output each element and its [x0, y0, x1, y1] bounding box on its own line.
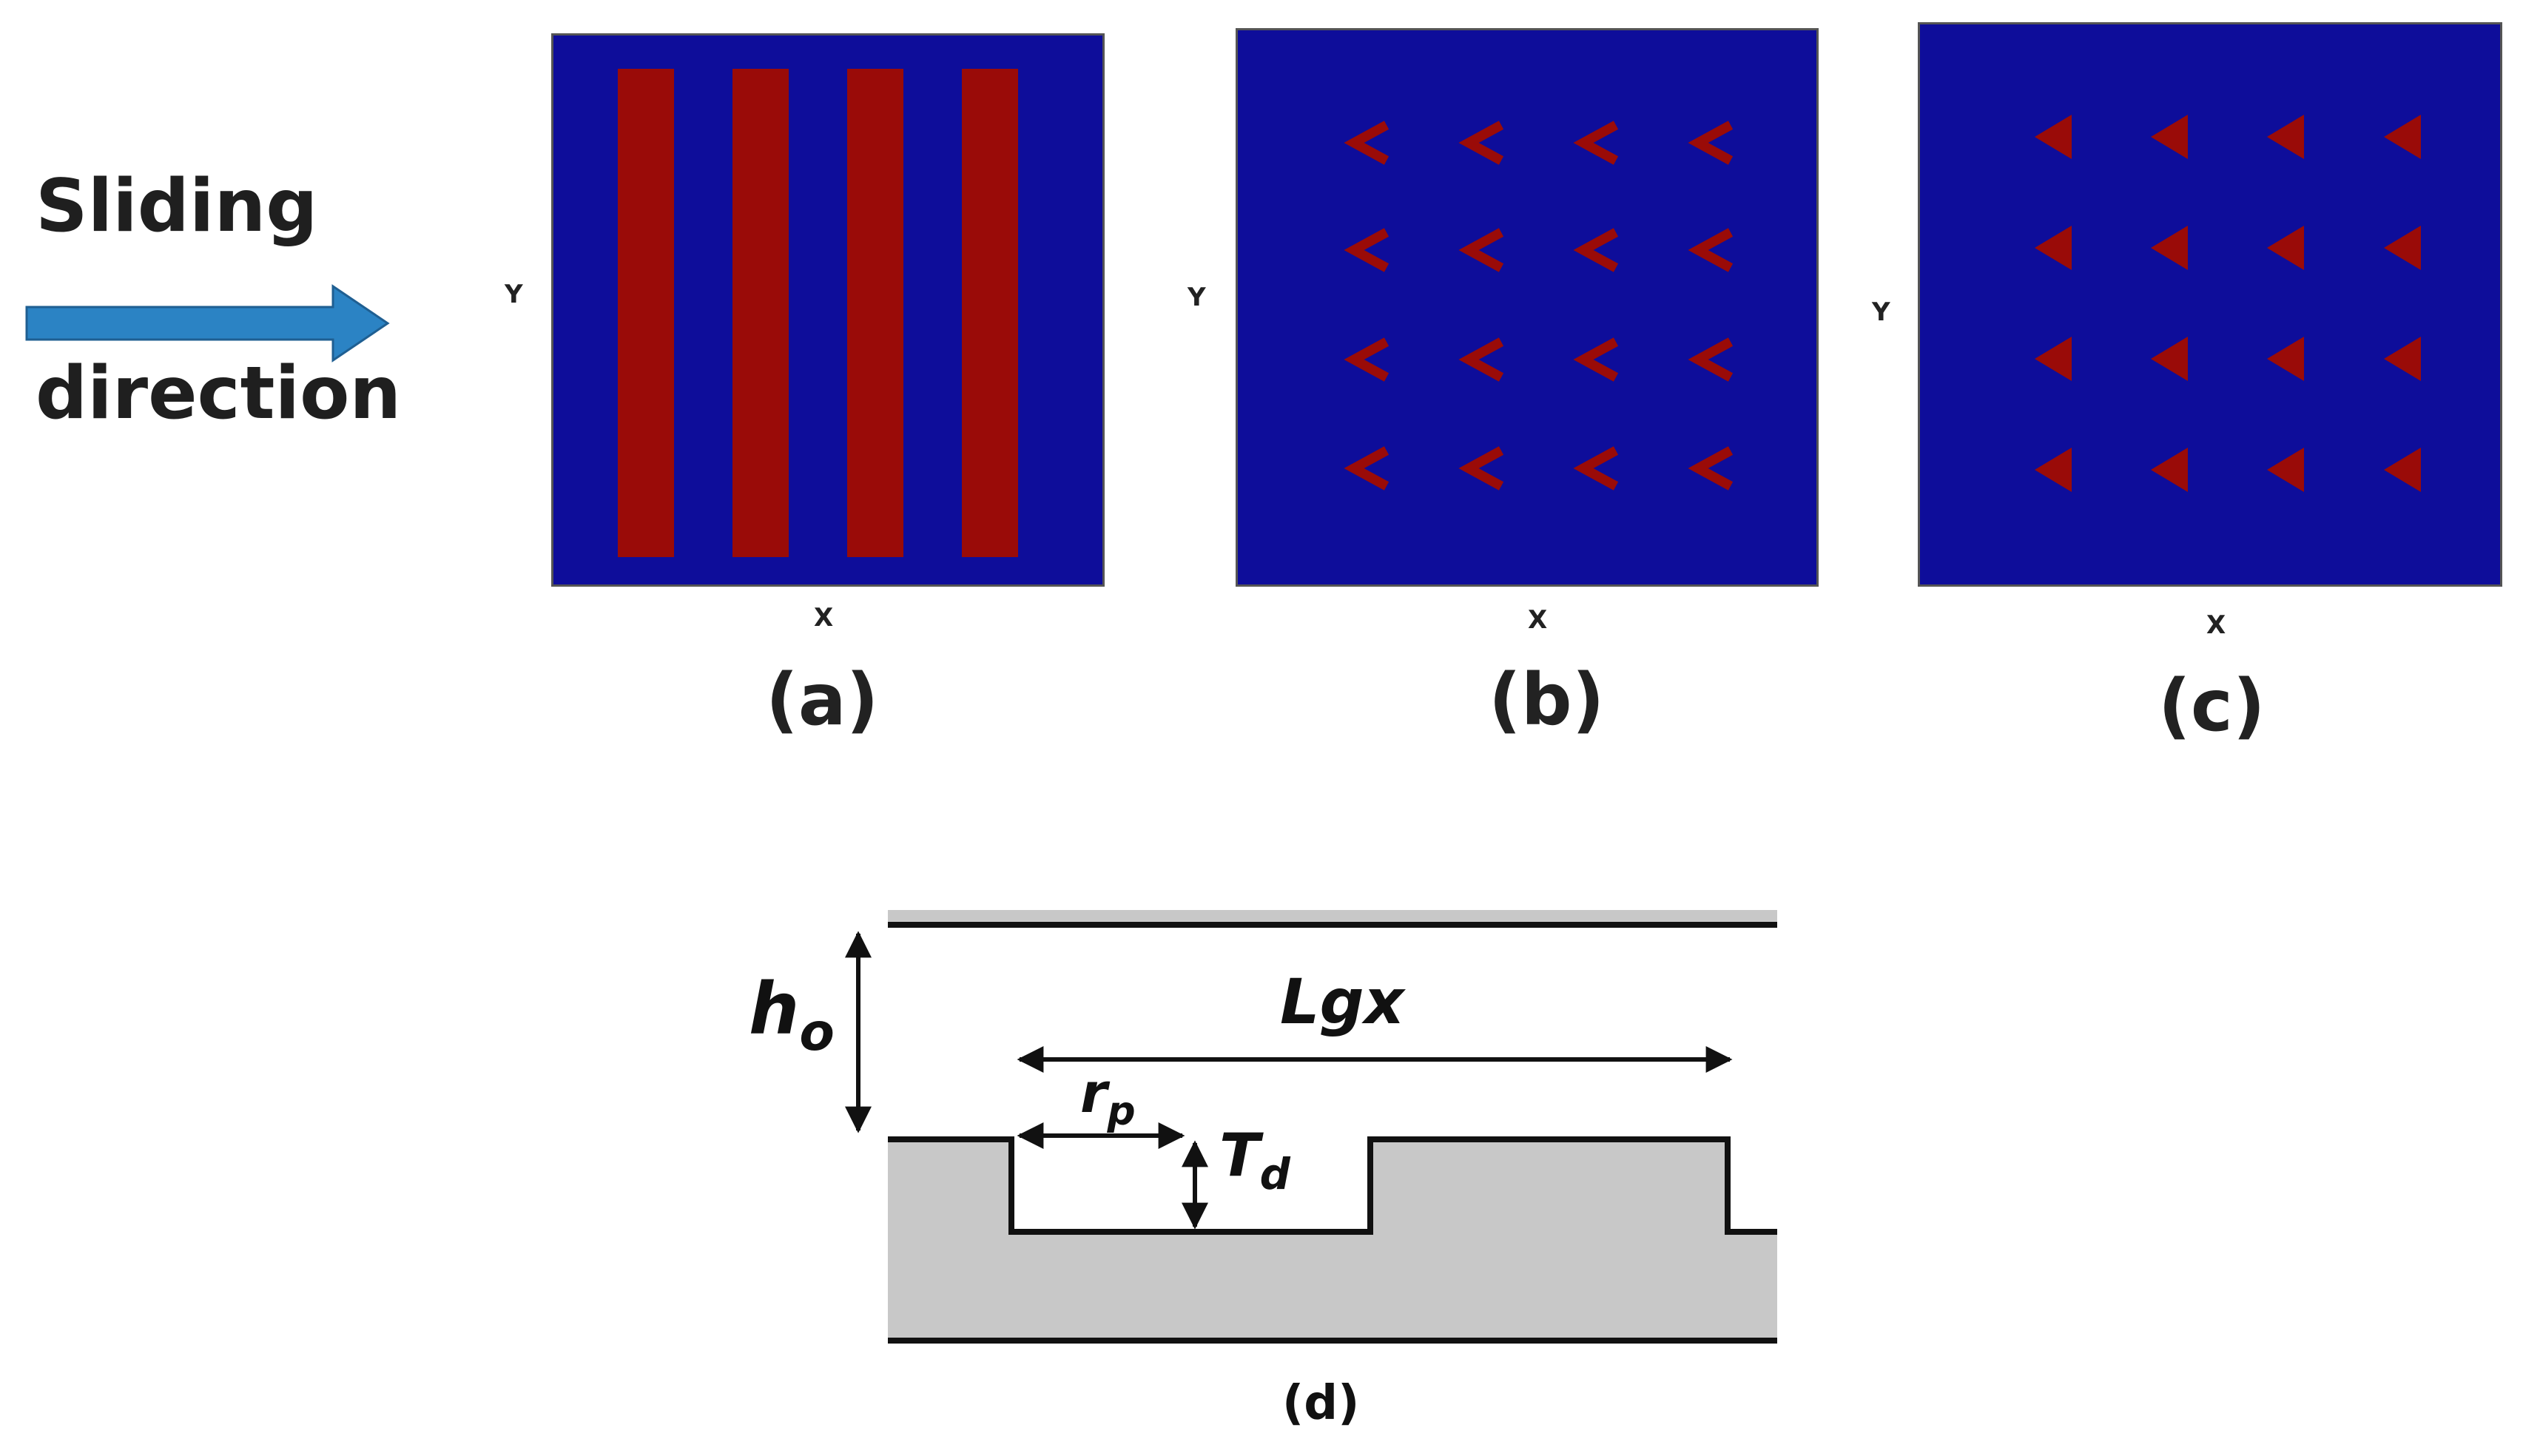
groove-depth-label: Td — [1219, 1121, 1290, 1200]
chevron-mark — [1344, 337, 1389, 382]
chevron-mark — [1688, 446, 1734, 491]
triangle-mark — [2267, 226, 2304, 270]
panel-a-stripes — [551, 33, 1105, 587]
chevron-mark — [1458, 446, 1504, 491]
panel-b-chevrons — [1236, 28, 1819, 587]
sliding-arrow-icon — [25, 284, 390, 363]
chevron-mark — [1688, 228, 1734, 272]
direction-label: direction — [36, 351, 402, 436]
triangle-mark — [2384, 226, 2421, 270]
grooved-surface — [888, 1139, 1777, 1341]
triangle-mark — [2151, 226, 2188, 270]
triangle-mark — [2384, 115, 2421, 159]
panel-a-label: (a) — [766, 658, 879, 741]
chevron-mark — [1573, 337, 1619, 382]
chevron-mark — [1344, 121, 1389, 165]
triangle-mark — [2267, 337, 2304, 381]
groove-period-label: Lgx — [1280, 965, 1404, 1038]
panel-b-label: (b) — [1489, 658, 1605, 741]
chevron-mark — [1688, 121, 1734, 165]
sliding-label: Sliding — [36, 164, 318, 249]
stripe — [962, 69, 1018, 557]
stripe — [847, 69, 903, 557]
panel-c-label: (c) — [2158, 664, 2266, 747]
panel-d-label: (d) — [1282, 1376, 1360, 1431]
groove-width-label: rp — [1080, 1062, 1136, 1135]
triangle-mark — [2384, 448, 2421, 492]
groove-schematic — [845, 910, 1777, 1344]
chevron-mark — [1688, 337, 1734, 382]
triangle-mark — [2384, 337, 2421, 381]
stripe — [618, 69, 674, 557]
stripe — [732, 69, 789, 557]
panel-a-x-axis-label: X — [814, 603, 834, 633]
top-plate — [888, 910, 1777, 923]
chevron-mark — [1573, 446, 1619, 491]
triangle-mark — [2151, 337, 2188, 381]
triangle-mark — [2035, 226, 2072, 270]
panel-b-x-axis-label: X — [1528, 605, 1548, 635]
film-thickness-label: ho — [749, 968, 835, 1063]
triangle-mark — [2151, 115, 2188, 159]
triangle-mark — [2035, 448, 2072, 492]
triangle-mark — [2267, 448, 2304, 492]
panel-c-triangles — [1918, 22, 2502, 587]
chevron-mark — [1344, 228, 1389, 272]
panel-a-y-axis-label: Y — [505, 280, 523, 309]
panel-b-y-axis-label: Y — [1188, 283, 1206, 312]
chevron-mark — [1344, 446, 1389, 491]
triangle-mark — [2267, 115, 2304, 159]
chevron-mark — [1573, 228, 1619, 272]
chevron-mark — [1458, 337, 1504, 382]
triangle-mark — [2035, 337, 2072, 381]
panel-c-x-axis-label: X — [2206, 610, 2226, 640]
panel-c-y-axis-label: Y — [1872, 297, 1890, 327]
triangle-mark — [2151, 448, 2188, 492]
chevron-mark — [1573, 121, 1619, 165]
triangle-mark — [2035, 115, 2072, 159]
chevron-mark — [1458, 121, 1504, 165]
chevron-mark — [1458, 228, 1504, 272]
